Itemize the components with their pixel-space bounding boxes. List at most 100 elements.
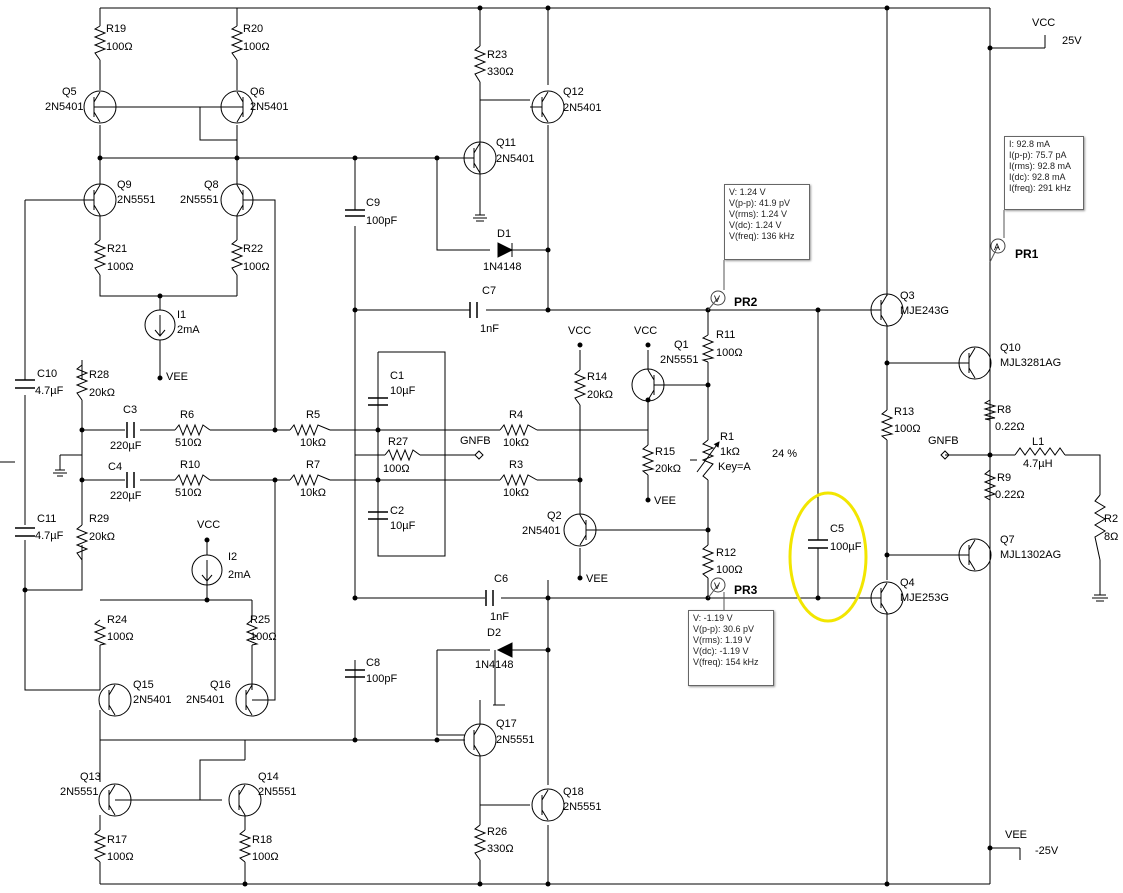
q18-ref: Q18 (563, 786, 584, 798)
r11-ref: R11 (716, 329, 735, 341)
pr1-reading: I(freq): 291 kHz (1009, 183, 1072, 193)
q4-ref: Q4 (900, 577, 915, 589)
r28-ref: R28 (89, 369, 109, 381)
wires (0, 7, 1101, 885)
q4-part: MJE253G (900, 592, 949, 604)
r19-ref: R19 (106, 23, 126, 35)
r26-ref: R26 (487, 826, 507, 838)
q17-ref: Q17 (496, 718, 517, 730)
q10-ref: Q10 (1000, 342, 1021, 354)
r8-value: 0.22Ω (995, 421, 1025, 433)
q11-ref: Q11 (496, 137, 516, 149)
r27-value: 100Ω (383, 463, 410, 475)
r14-vcc-label: VCC (568, 325, 591, 337)
r25-ref: R25 (250, 614, 270, 626)
r4-ref: R4 (509, 409, 523, 421)
c1-value: 10µF (390, 385, 416, 397)
resistor-shapes (75, 25, 1106, 863)
q12-part: 2N5401 (563, 102, 602, 114)
pr2-glyph: V (714, 294, 720, 304)
q1-ref: Q1 (674, 339, 689, 351)
q5-ref: Q5 (62, 86, 77, 98)
vcc-rail-label: VCC (1032, 17, 1055, 29)
pr1-reading: I(dc): 92.8 mA (1009, 172, 1066, 182)
r20-value: 100Ω (243, 41, 270, 53)
pr2-readout: V: 1.24 V V(p-p): 41.9 pV V(rms): 1.24 V… (724, 184, 810, 260)
pr3-readout: V: -1.19 V V(p-p): 30.6 pV V(rms): 1.19 … (688, 610, 774, 686)
pr3-reading: V(p-p): 30.6 pV (693, 624, 755, 634)
i2-value: 2mA (228, 569, 251, 581)
r17-value: 100Ω (107, 851, 134, 863)
vee-rail-value: -25V (1035, 845, 1059, 857)
q2-part: 2N5401 (522, 525, 561, 537)
c6-ref: C6 (494, 573, 508, 585)
r10-value: 510Ω (175, 487, 202, 499)
q8-ref: Q8 (204, 179, 219, 191)
c4-ref: C4 (108, 461, 122, 473)
r23-value: 330Ω (487, 66, 514, 78)
i1-ref: I1 (177, 309, 186, 321)
q16-ref: Q16 (210, 679, 231, 691)
q12-ref: Q12 (563, 86, 584, 98)
r29-value: 20kΩ (89, 531, 115, 543)
r3-value: 10kΩ (503, 487, 529, 499)
q2-vee-label: VEE (586, 573, 608, 585)
r25-value: 100Ω (250, 631, 277, 643)
q7-ref: Q7 (1000, 534, 1015, 546)
r2-ref: R2 (1104, 513, 1118, 525)
q11-part: 2N5401 (496, 153, 535, 165)
q3-part: MJE243G (900, 305, 949, 317)
q6-part: 2N5401 (250, 101, 289, 113)
c7-ref: C7 (482, 285, 496, 297)
q16-part: 2N5401 (186, 694, 225, 706)
capacitor-shapes (15, 209, 828, 678)
q15-ref: Q15 (133, 679, 154, 691)
r22-ref: R22 (243, 243, 263, 255)
r6-value: 510Ω (175, 437, 202, 449)
pr3-label: PR3 (734, 583, 758, 597)
r7-ref: R7 (306, 459, 320, 471)
r7-value: 10kΩ (300, 487, 326, 499)
q5-part: 2N5401 (45, 101, 84, 113)
c3-value: 220µF (110, 440, 142, 452)
c9-value: 100pF (366, 215, 397, 227)
q2-ref: Q2 (547, 510, 562, 522)
c5-value: 100µF (830, 541, 862, 553)
r9-value: 0.22Ω (995, 489, 1025, 501)
i2-ref: I2 (228, 551, 237, 563)
pr1-readout: I: 92.8 mA I(p-p): 75.7 pA I(rms): 92.8 … (1004, 136, 1084, 210)
r21-value: 100Ω (107, 261, 134, 273)
r10-ref: R10 (180, 459, 200, 471)
gnfb-right-label: GNFB (928, 435, 959, 447)
transistor-shapes (83, 90, 992, 822)
pr3-reading: V(dc): -1.19 V (693, 646, 749, 656)
q13-ref: Q13 (80, 771, 101, 783)
c5-ref: C5 (830, 523, 844, 535)
c8-ref: C8 (366, 657, 380, 669)
r5-value: 10kΩ (300, 437, 326, 449)
d1-part: 1N4148 (483, 261, 522, 273)
pr3-glyph: V (714, 581, 720, 591)
q9-ref: Q9 (117, 179, 132, 191)
pr2-reading: V(dc): 1.24 V (729, 220, 782, 230)
vee-rail-label: VEE (1005, 829, 1027, 841)
r1-key: Key=A (718, 461, 751, 473)
r18-value: 100Ω (252, 851, 279, 863)
c10-value: 4.7µF (35, 385, 64, 397)
pr1-glyph: A (994, 242, 1000, 252)
current-source-shapes (53, 214, 1108, 706)
i1-vee-label: VEE (166, 371, 188, 383)
r13-value: 100Ω (894, 423, 921, 435)
i2-vcc-label: VCC (197, 519, 220, 531)
q10-part: MJL3281AG (1000, 357, 1061, 369)
vcc-rail-value: 25V (1062, 35, 1082, 47)
q6-ref: Q6 (250, 86, 265, 98)
l1-ref: L1 (1032, 436, 1044, 448)
pr3-reading: V(freq): 154 kHz (693, 657, 759, 667)
r1-value: 1kΩ (720, 446, 740, 458)
r3-ref: R3 (509, 459, 523, 471)
r8-ref: R8 (997, 404, 1011, 416)
pr2-label: PR2 (734, 295, 758, 309)
r29-ref: R29 (89, 513, 109, 525)
